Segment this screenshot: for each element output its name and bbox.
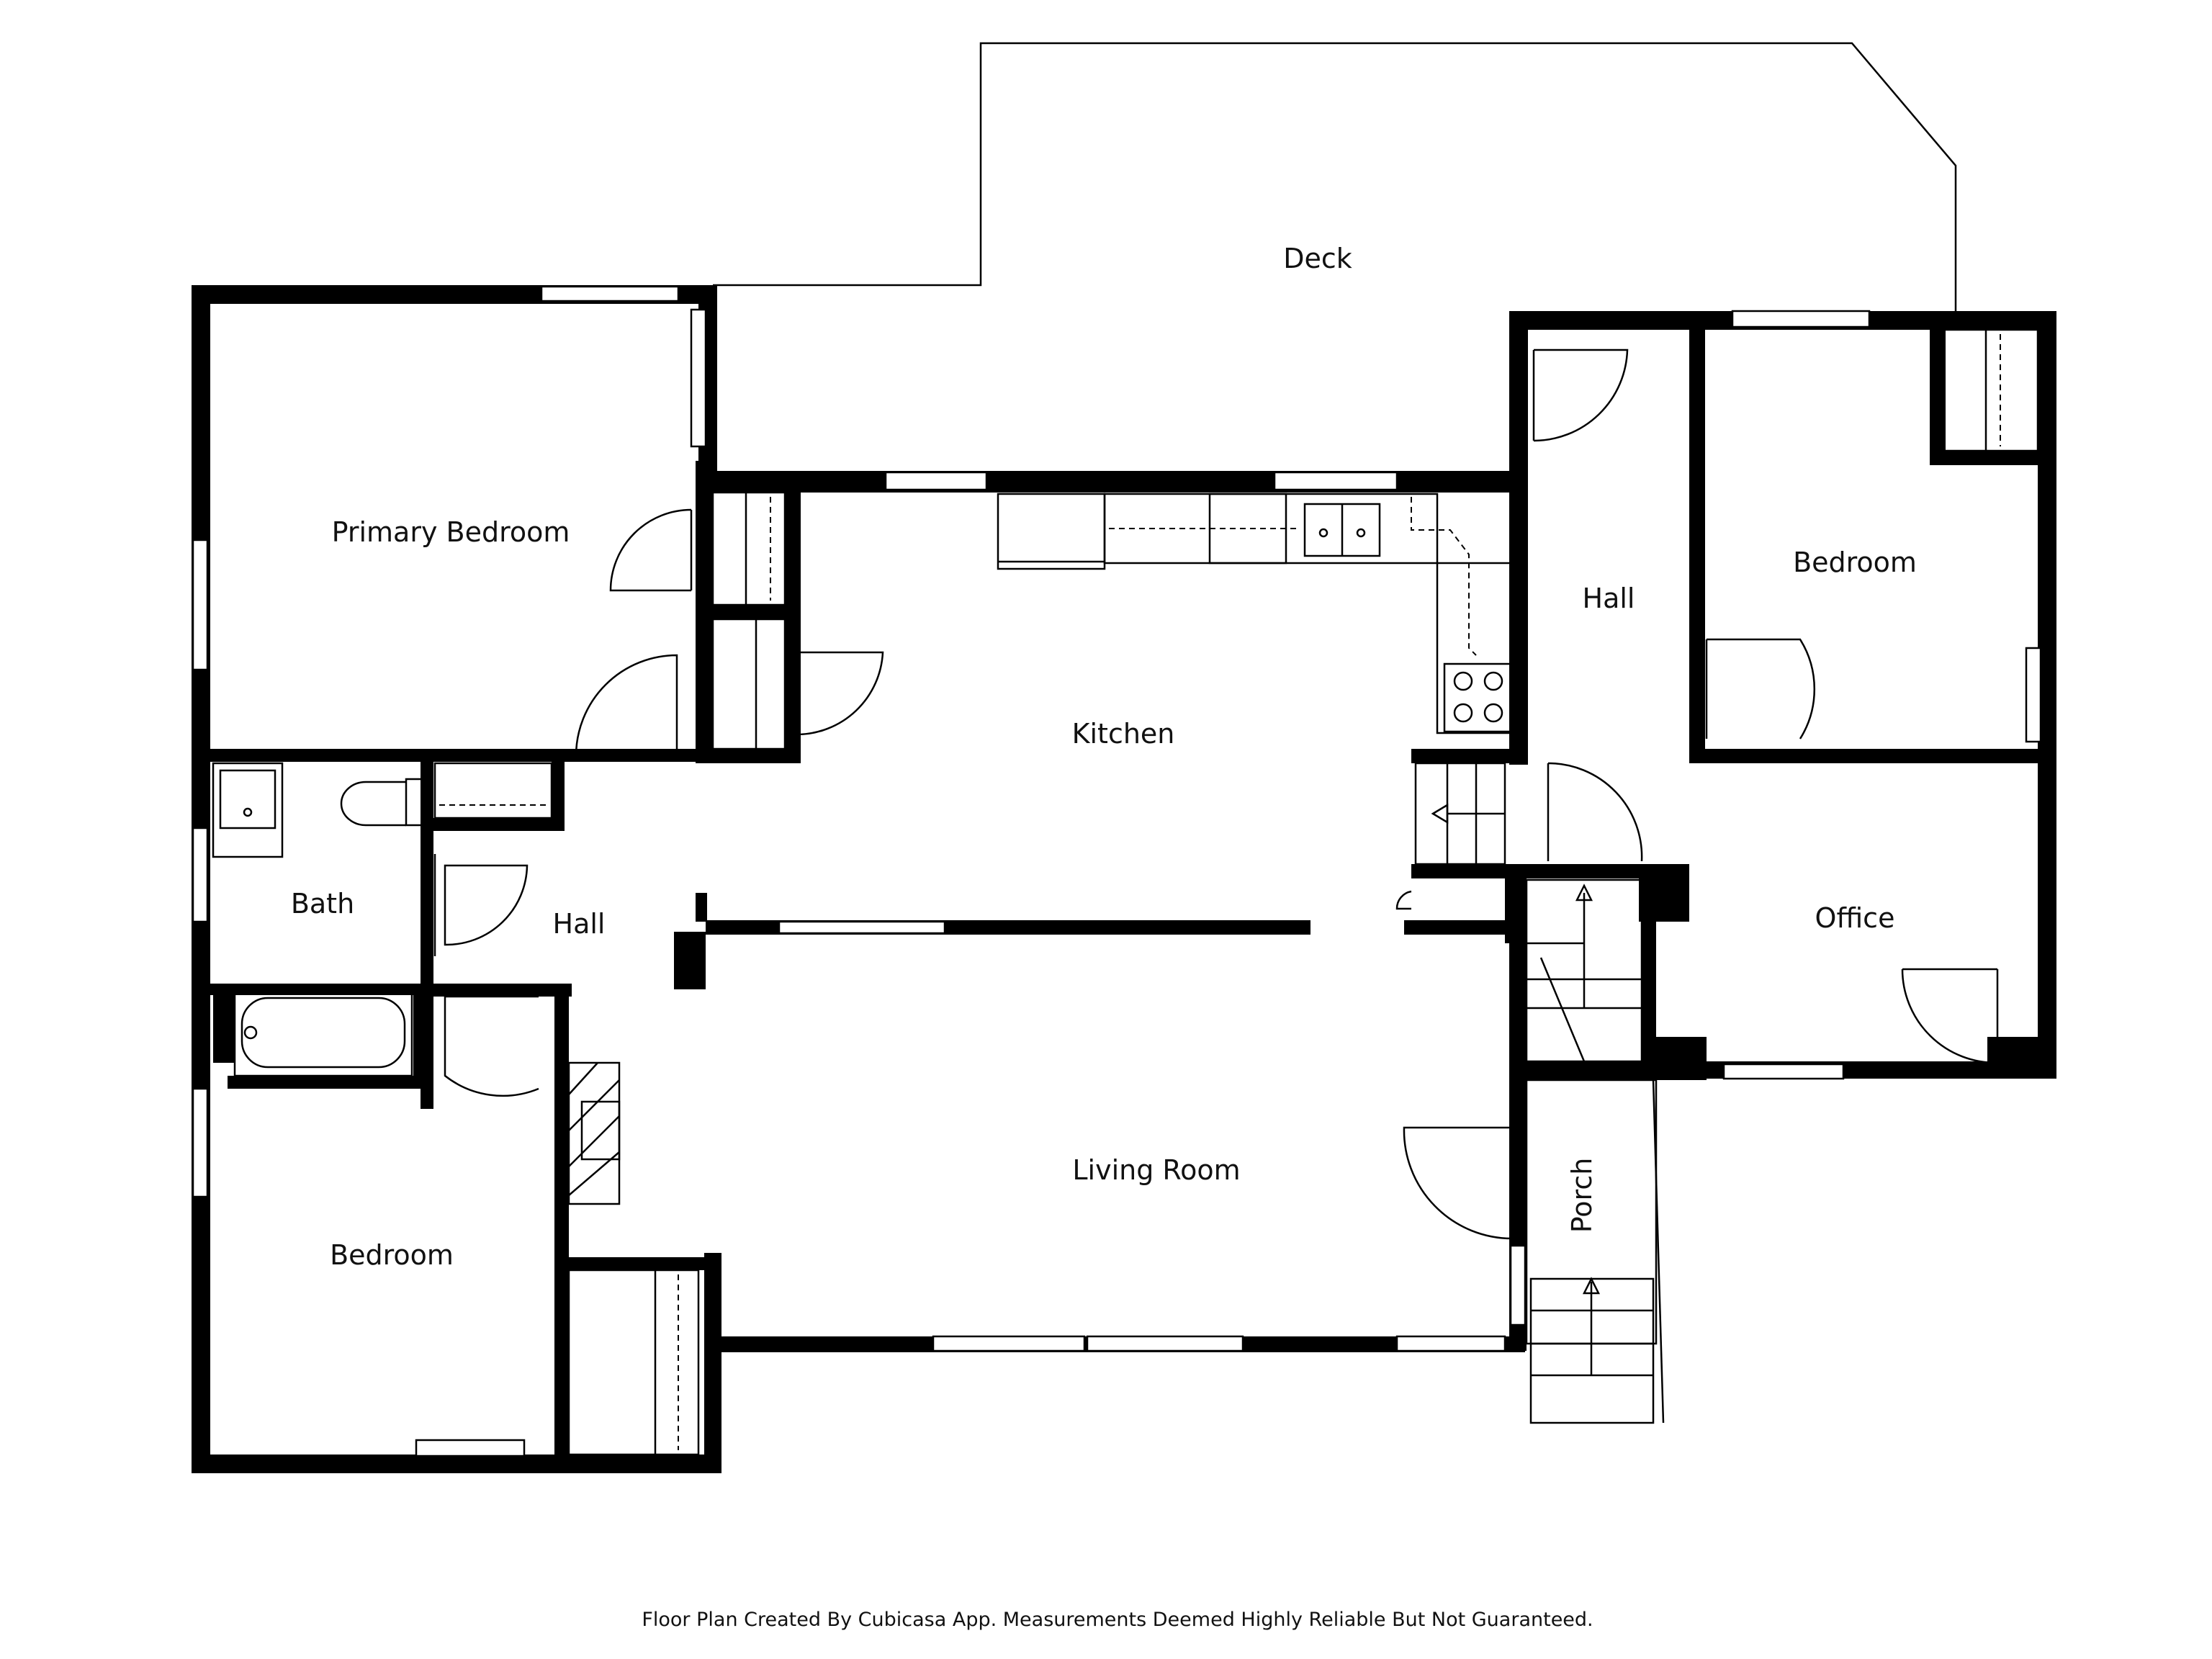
room-labels: Deck Primary Bedroom Kitchen Hall Bedroo… bbox=[291, 243, 1917, 1271]
fixtures bbox=[212, 328, 2039, 1456]
label-office: Office bbox=[1815, 902, 1895, 934]
label-kitchen: Kitchen bbox=[1072, 718, 1175, 750]
label-hall-east: Hall bbox=[1583, 583, 1635, 614]
windows bbox=[192, 285, 2042, 1457]
label-bedroom-east: Bedroom bbox=[1793, 547, 1917, 578]
label-porch: Porch bbox=[1566, 1158, 1598, 1233]
stove bbox=[1443, 662, 1514, 733]
label-deck: Deck bbox=[1283, 243, 1352, 274]
toilet bbox=[405, 778, 423, 827]
bath-sink bbox=[212, 762, 284, 858]
label-living-room: Living Room bbox=[1072, 1154, 1240, 1186]
footer-disclaimer: Floor Plan Created By Cubicasa App. Meas… bbox=[642, 1609, 1593, 1631]
label-primary-bedroom: Primary Bedroom bbox=[332, 516, 570, 548]
label-bedroom-west: Bedroom bbox=[330, 1239, 454, 1271]
deck-outline bbox=[713, 42, 1957, 317]
bathtub bbox=[233, 989, 413, 1077]
doors bbox=[433, 349, 1999, 1240]
fireplace bbox=[567, 1061, 621, 1205]
walls bbox=[192, 285, 2056, 1473]
label-hall-west: Hall bbox=[553, 908, 606, 940]
label-bath: Bath bbox=[291, 888, 354, 920]
